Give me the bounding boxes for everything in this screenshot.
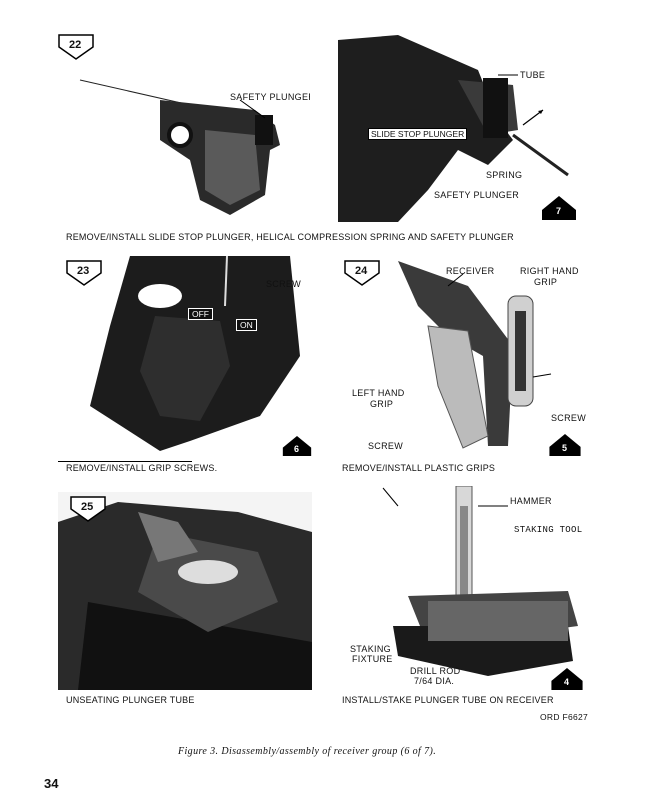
panel-25: 25 xyxy=(58,492,312,690)
navigation-up-arrow-icon xyxy=(549,434,581,456)
label-tube: TUBE xyxy=(520,70,546,80)
label-on: ON xyxy=(236,319,257,331)
staking-fixture-photo xyxy=(382,486,578,676)
badge-number: 4 xyxy=(564,677,570,687)
pistol-grip-photo xyxy=(90,256,300,451)
pistol-side-photo xyxy=(79,79,280,215)
page-number: 34 xyxy=(44,776,59,791)
navigation-up-arrow-icon xyxy=(551,668,583,690)
p24-caption: REMOVE/INSTALL PLASTIC GRIPS xyxy=(342,463,496,473)
label-hammer: HAMMER xyxy=(510,496,552,506)
caption-rule xyxy=(58,461,192,462)
label-slide-stop-plunger: SLIDE STOP PLUNGER xyxy=(368,128,468,140)
label-receiver: RECEIVER xyxy=(446,266,495,276)
step-arrow-icon xyxy=(70,496,106,522)
label-right-hand-grip: RIGHT HAND xyxy=(520,266,579,276)
ord-number: ORD F6627 xyxy=(540,712,589,722)
p23-caption: REMOVE/INSTALL GRIP SCREWS. xyxy=(66,463,218,473)
badge-number: 5 xyxy=(562,443,568,453)
label-drill-rod-dia: 7/64 DIA. xyxy=(414,676,455,686)
label-safety-plunger: SAFETY PLUNGER xyxy=(230,92,310,102)
step-number: 22 xyxy=(69,39,82,51)
badge-number: 6 xyxy=(294,444,300,454)
navigation-up-arrow-icon xyxy=(542,196,576,220)
label-screw-bottom: SCREW xyxy=(368,441,403,451)
step-number: 24 xyxy=(355,265,368,277)
label-right-hand-grip-2: GRIP xyxy=(534,277,558,287)
panel-staking: HAMMER STAKING TOOL STAKING FIXTURE DRIL… xyxy=(338,486,590,692)
label-left-hand-grip-2: GRIP xyxy=(370,399,394,409)
p25-caption: UNSEATING PLUNGER TUBE xyxy=(66,695,195,705)
label-staking-tool: STAKING TOOL xyxy=(514,525,583,535)
receiver-closeup-photo xyxy=(338,30,584,222)
row1-caption: REMOVE/INSTALL SLIDE STOP PLUNGER, HELIC… xyxy=(66,232,514,242)
label-safety-plunger: SAFETY PLUNGER xyxy=(434,190,520,200)
label-off: OFF xyxy=(188,308,213,320)
label-staking-fixture-2: FIXTURE xyxy=(352,654,393,664)
label-staking-fixture: STAKING xyxy=(350,644,391,654)
step-arrow-icon xyxy=(58,34,94,60)
panel-24: 24 RECEIVER RIGHT HAND GRIP LEFT HAND GR… xyxy=(338,256,590,456)
label-spring: SPRING xyxy=(486,170,523,180)
figure-caption: Figure 3. Disassembly/assembly of receiv… xyxy=(178,746,437,757)
staking-caption: INSTALL/STAKE PLUNGER TUBE ON RECEIVER xyxy=(342,695,554,705)
panel-safety-plunger: TUBE SLIDE STOP PLUNGER SPRING SAFETY PL… xyxy=(338,30,584,222)
panel-22: 22 SAFETY PLUNGER xyxy=(40,30,310,230)
step-arrow-icon xyxy=(344,260,380,286)
label-drill-rod: DRILL ROD xyxy=(410,666,461,676)
step-arrow-icon xyxy=(66,260,102,286)
label-left-hand-grip: LEFT HAND xyxy=(352,388,405,398)
panel-23: 23 SCREW OFF ON 6 xyxy=(60,256,312,456)
grips-exploded-photo xyxy=(398,261,552,449)
unseating-tube-photo xyxy=(58,492,312,690)
label-screw-right: SCREW xyxy=(551,413,586,423)
step-number: 25 xyxy=(81,501,94,513)
label-screw: SCREW xyxy=(266,279,301,289)
navigation-up-arrow-icon xyxy=(282,436,312,456)
badge-number: 7 xyxy=(556,206,562,216)
step-number: 23 xyxy=(77,265,90,277)
